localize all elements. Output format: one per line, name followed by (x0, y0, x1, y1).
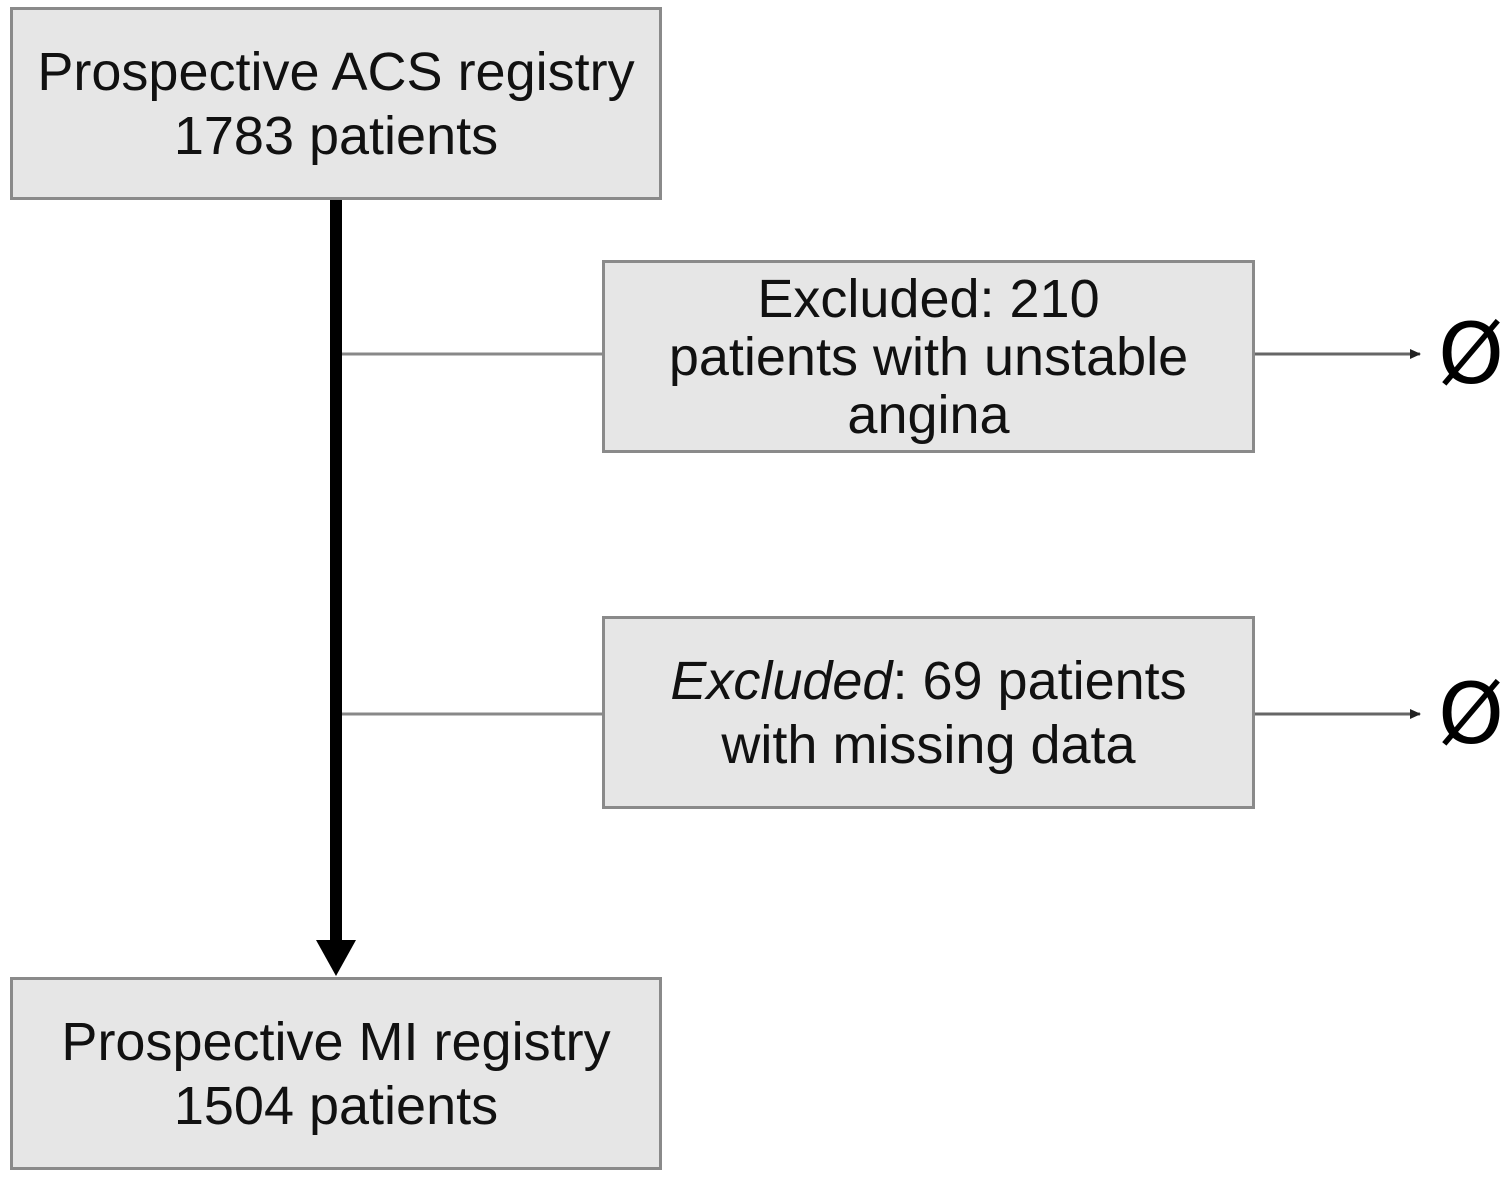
acs-registry-box: Prospective ACS registry 1783 patients (10, 7, 662, 200)
acs-registry-title: Prospective ACS registry (37, 41, 635, 102)
mi-registry-count: 1504 patients (173, 1075, 499, 1136)
main-flow-arrowhead (316, 940, 356, 976)
excluded-2-label: Excluded (670, 650, 893, 711)
excluded-missing-data-box: Excluded: 69 patients with missing data (602, 616, 1255, 809)
excluded-unstable-angina-box: Excluded: 210 patients with unstable ang… (602, 260, 1255, 453)
excluded-2-line1: Excluded: 69 patients (670, 649, 1186, 713)
excluded-1-line1: Excluded: 210 (757, 268, 1100, 329)
acs-registry-count: 1783 patients (173, 105, 499, 166)
mi-registry-title: Prospective MI registry (61, 1011, 611, 1072)
excluded-1-line3: angina (847, 384, 1010, 445)
mi-registry-box: Prospective MI registry 1504 patients (10, 977, 662, 1170)
excluded-2-line2: with missing data (721, 714, 1136, 775)
null-symbol-2: Ø (1438, 665, 1500, 763)
excluded-1-line2: patients with unstable (668, 326, 1189, 387)
excluded-2-count: : 69 patients (892, 650, 1187, 711)
null-symbol-1: Ø (1438, 305, 1500, 403)
